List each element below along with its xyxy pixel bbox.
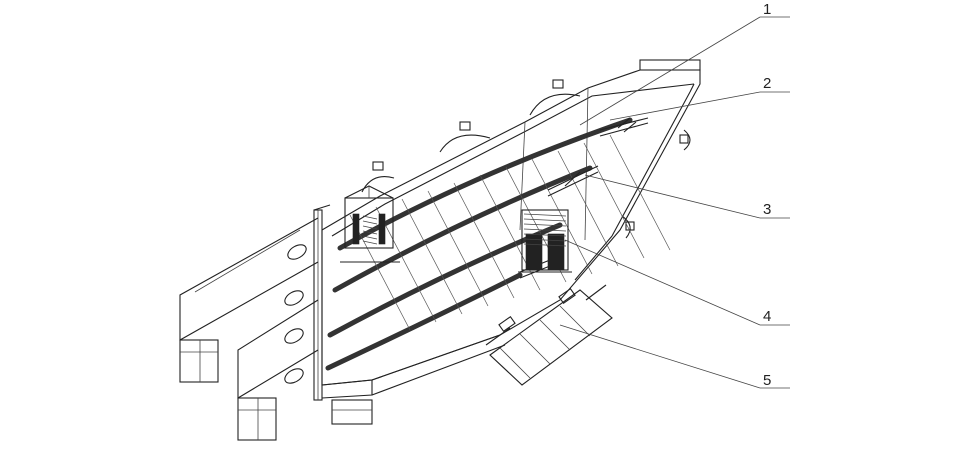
screen-decks (325, 117, 633, 371)
spring-coil (523, 218, 567, 222)
exciter (485, 284, 613, 386)
spring-coil (523, 233, 567, 237)
leader-lines (559, 16, 790, 389)
hatch-line (401, 198, 463, 315)
spring-coil (362, 215, 378, 220)
hatch-line (427, 190, 489, 307)
screen-box (313, 59, 701, 425)
hatch-line (375, 206, 437, 323)
top-flanges (361, 79, 691, 239)
spring-coil (362, 220, 378, 225)
callout-1: 1 (763, 1, 771, 18)
hatch-line (531, 158, 593, 275)
spring-coil (362, 230, 378, 235)
spring-coil (523, 228, 567, 232)
spring-support (340, 185, 572, 273)
hatch-line (583, 142, 645, 259)
callout-4: 4 (763, 308, 771, 325)
hatch-line (349, 214, 411, 331)
callout-2: 2 (763, 75, 771, 92)
spring-coil (362, 225, 378, 230)
hatch-line (609, 134, 671, 251)
spring-coil (523, 213, 567, 217)
spring-coil (362, 240, 378, 245)
hatch-line (453, 182, 515, 299)
callout-labels: 1 2 3 4 5 (763, 1, 771, 389)
spring-coil (362, 235, 378, 240)
spring-coil (523, 243, 567, 247)
discharge-frames (179, 217, 319, 441)
spring-coil (523, 238, 567, 242)
spring-coil (523, 223, 567, 227)
callout-5: 5 (763, 372, 771, 389)
hatch-line (479, 174, 541, 291)
upper-deck-cleaner (599, 117, 649, 137)
callout-3: 3 (763, 201, 771, 218)
hatch-line (557, 150, 619, 267)
